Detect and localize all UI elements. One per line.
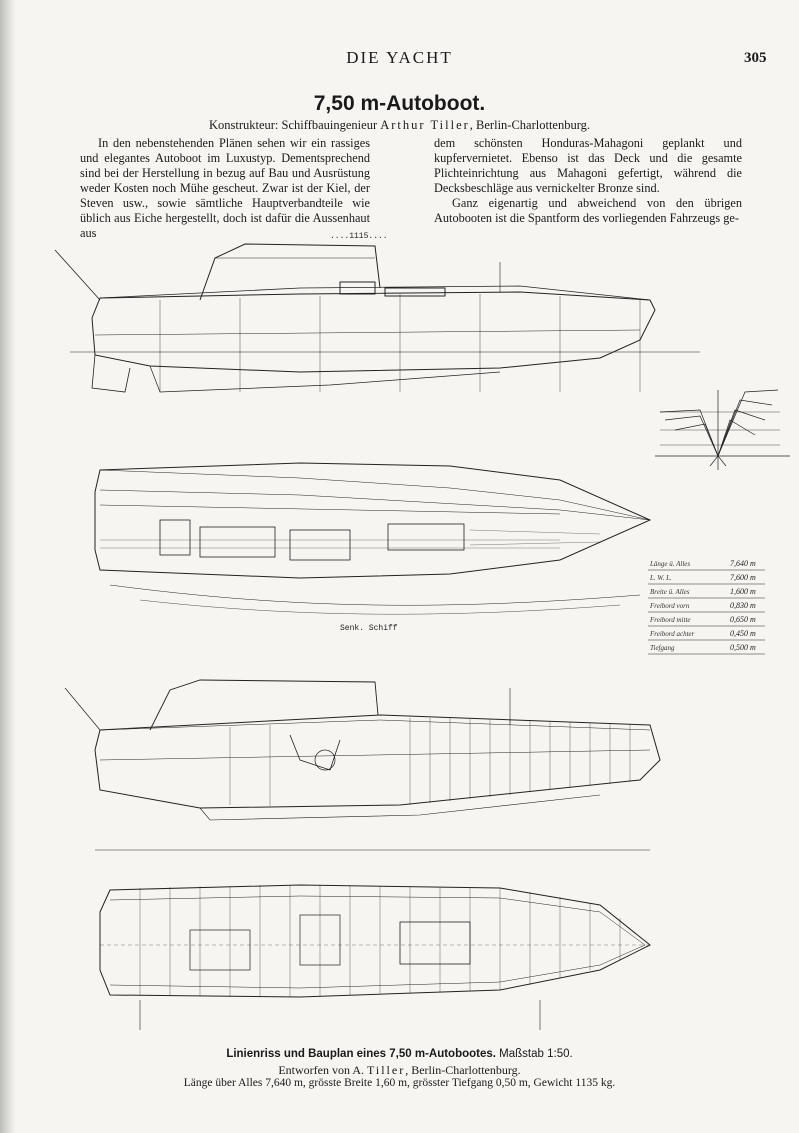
- construction-profile-drawing: [64, 679, 661, 851]
- byline-name: Arthur Tiller: [380, 118, 470, 132]
- paragraph: Ganz eigenartig und abweichend von den ü…: [434, 196, 742, 225]
- figure-caption-line2: Entworfen von A. Tiller, Berlin-Charlott…: [0, 1063, 799, 1078]
- spec-label: Freibord vorn: [650, 602, 690, 610]
- text-column-right: dem schönsten Honduras-Mahagoni geplankt…: [434, 136, 742, 226]
- paragraph: In den nebenstehenden Plänen sehen wir e…: [80, 136, 370, 240]
- profile-drawing: ....1115....: [54, 232, 700, 393]
- spec-value: 7,600 m: [730, 573, 756, 582]
- figure-caption-line1: Linienriss und Bauplan eines 7,50 m-Auto…: [0, 1048, 799, 1060]
- article-byline: Konstrukteur: Schiffbauingenieur Arthur …: [0, 118, 799, 133]
- caption-designer-name: Tiller: [366, 1063, 406, 1077]
- spec-label: L. W. L.: [650, 574, 672, 582]
- spec-label: Tiefgang: [650, 644, 675, 652]
- spec-value: 0,500 m: [730, 643, 756, 652]
- byline-place: , Berlin-Charlottenburg.: [469, 118, 591, 132]
- spec-label: Breite ü. Alles: [650, 588, 690, 596]
- spec-value: 1,600 m: [730, 587, 756, 596]
- text-column-left: In den nebenstehenden Plänen sehen wir e…: [80, 136, 370, 241]
- svg-text:Senk. Schiff: Senk. Schiff: [340, 624, 398, 633]
- spec-table-lines: [648, 569, 765, 655]
- caption-designer-prefix: Entworfen von A.: [278, 1063, 364, 1077]
- deck-plan-drawing: Senk. Schiff: [94, 462, 652, 633]
- spec-value: 0,450 m: [730, 629, 756, 638]
- binding-shadow: [0, 0, 16, 1133]
- caption-scale: Maßstab 1:50.: [499, 1048, 573, 1060]
- paragraph: dem schönsten Honduras-Mahagoni geplankt…: [434, 136, 742, 195]
- svg-text:....1115....: ....1115....: [330, 232, 388, 241]
- running-title: DIE YACHT: [346, 48, 453, 67]
- page-number: 305: [744, 50, 767, 66]
- byline-prefix: Konstrukteur: Schiffbauingenieur: [208, 118, 378, 132]
- figure-caption-line3: Länge über Alles 7,640 m, grösste Breite…: [183, 1077, 616, 1089]
- spec-label: Freibord achter: [650, 630, 695, 638]
- spec-label: Länge ü. Alles: [650, 560, 691, 568]
- body-plan-drawing: [655, 389, 790, 470]
- caption-title: Linienriss und Bauplan eines 7,50 m-Auto…: [226, 1048, 496, 1060]
- article-title: 7,50 m-Autoboot.: [313, 92, 486, 115]
- spec-label: Freibord mitte: [650, 616, 691, 624]
- spec-value: 0,650 m: [730, 615, 756, 624]
- spec-value: 0,830 m: [730, 601, 756, 610]
- spec-value: 7,640 m: [730, 559, 756, 568]
- caption-designer-place: , Berlin-Charlottenburg.: [405, 1063, 521, 1077]
- construction-plan-drawing: [99, 884, 651, 1030]
